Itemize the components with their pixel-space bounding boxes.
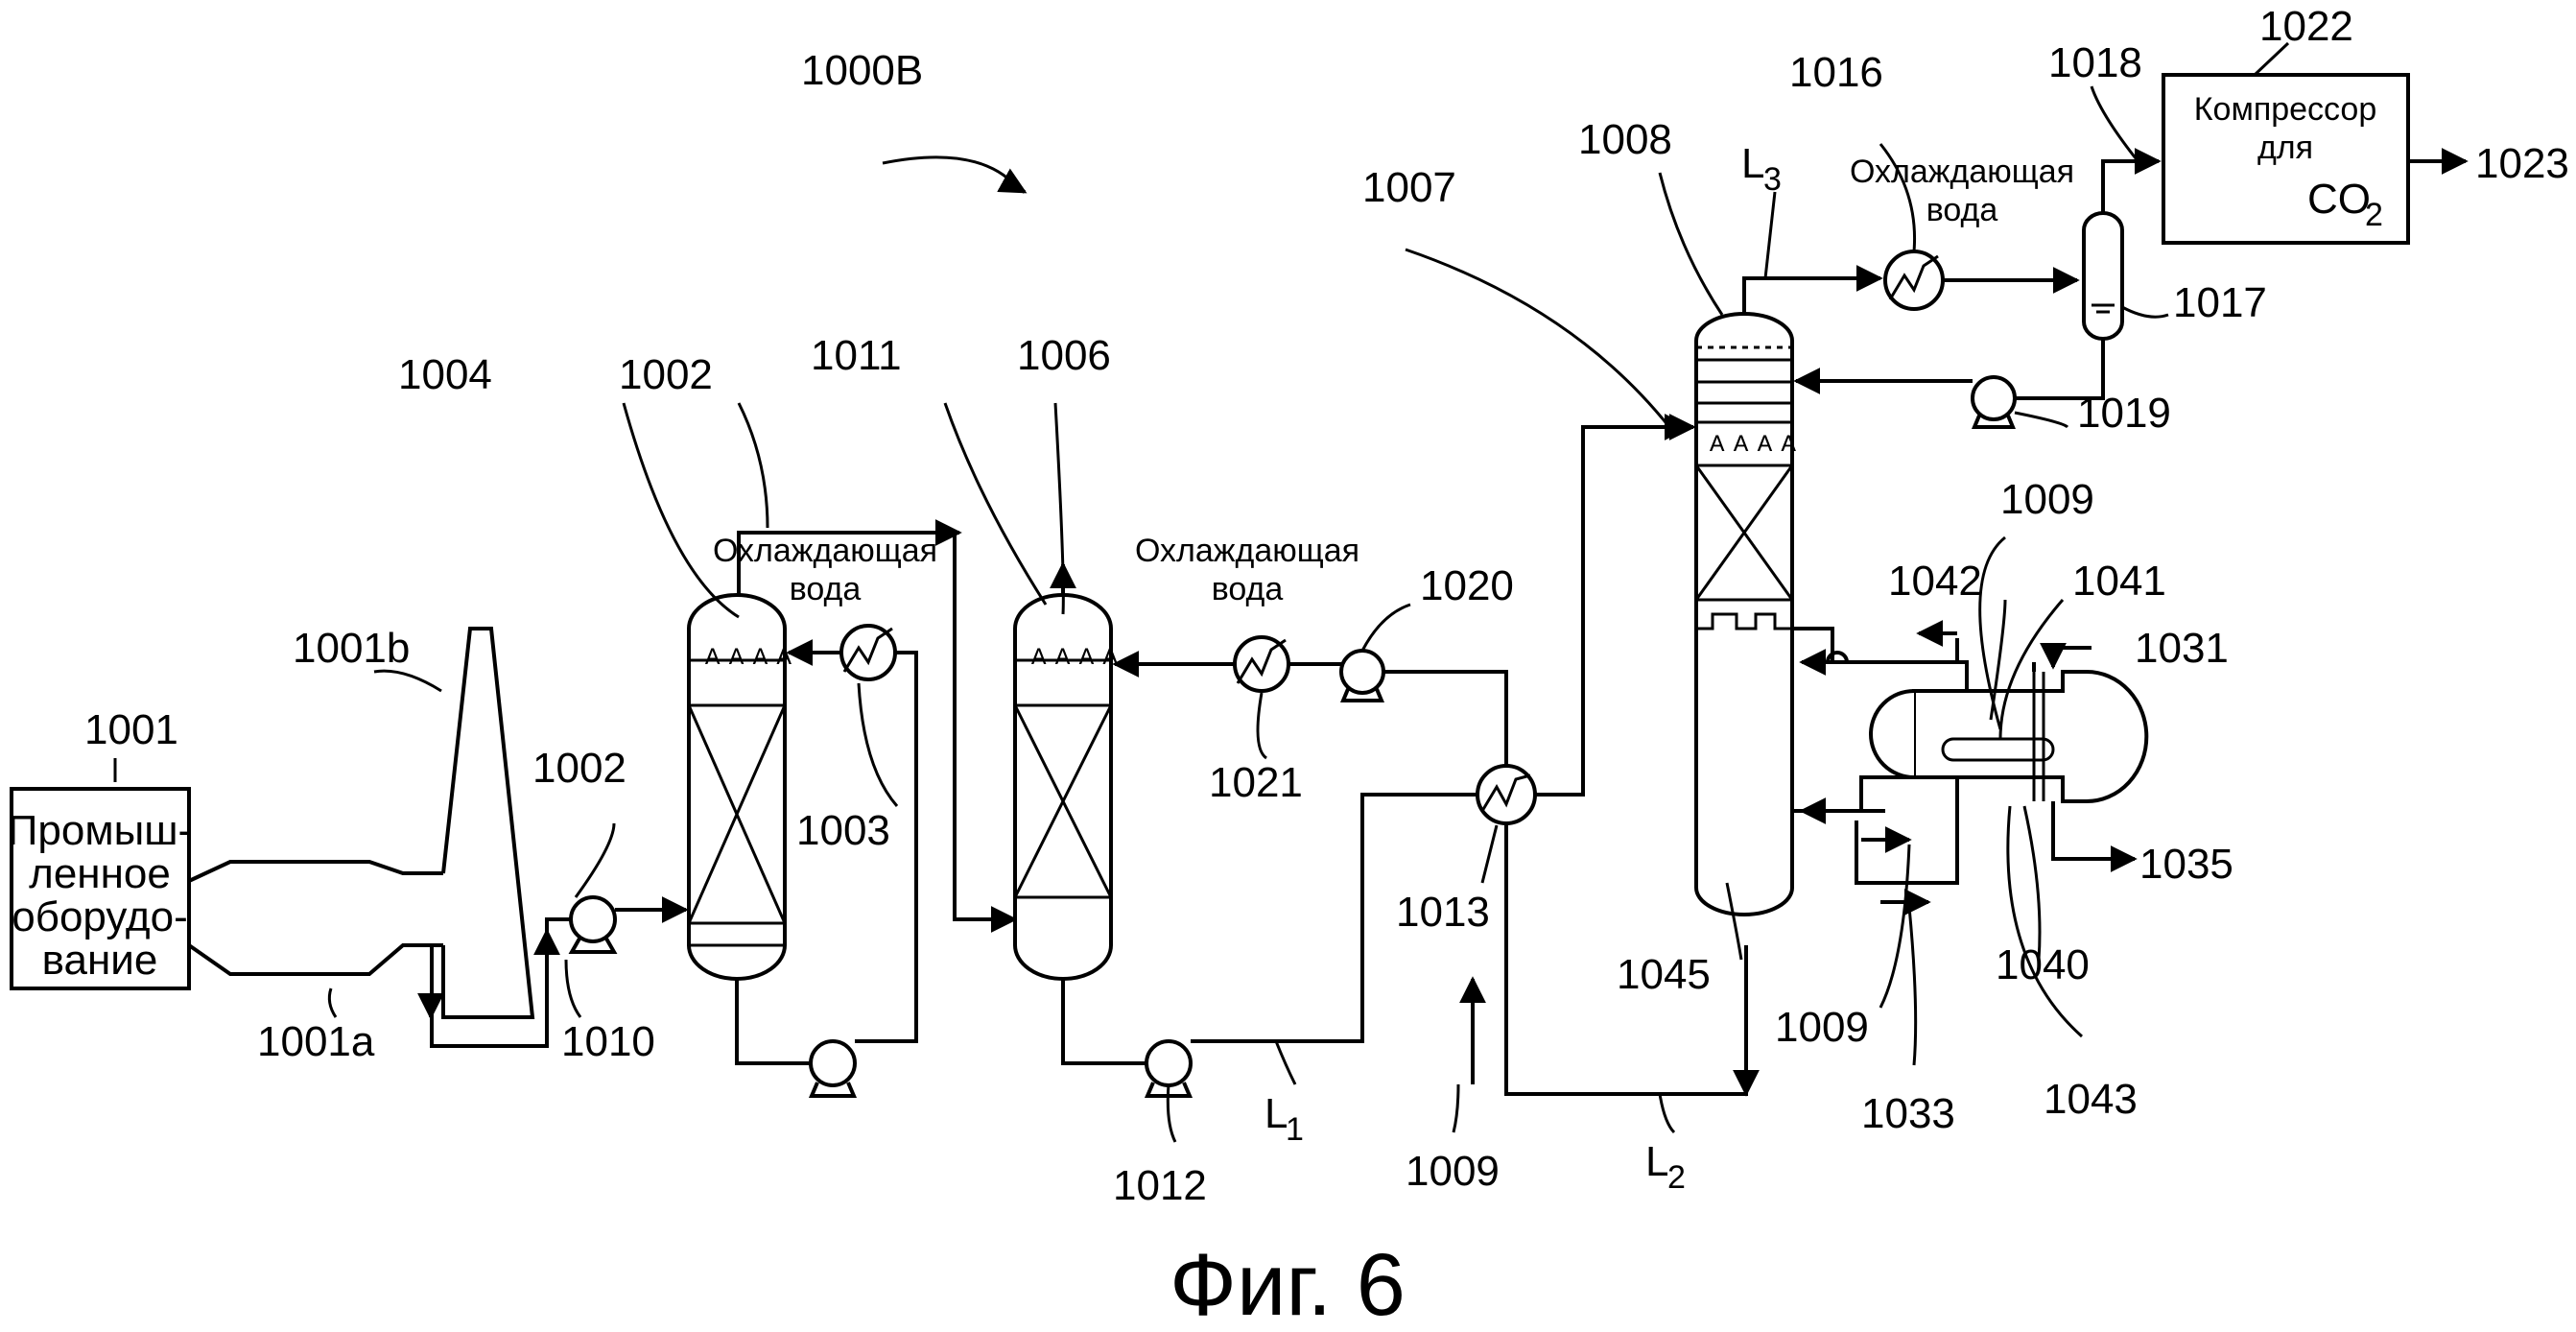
quench-column: ᴬ ᴬ ᴬ ᴬ — [687, 593, 792, 981]
stream-label-l3: L 3 — [1741, 140, 1782, 198]
ref-1004: 1004 — [398, 351, 492, 398]
svg-text:ᴬ ᴬ ᴬ ᴬ: ᴬ ᴬ ᴬ ᴬ — [704, 643, 792, 679]
heat-exchanger-icon — [1233, 635, 1290, 693]
ref-1000b: 1000B — [801, 47, 923, 94]
compressor-box: Компрессор для CO 2 — [2162, 73, 2410, 245]
plant-label-1: Промыш- — [8, 807, 192, 854]
compressor-label-sub: 2 — [2365, 197, 2383, 233]
svg-text:2: 2 — [1667, 1159, 1686, 1196]
svg-text:L: L — [1741, 140, 1764, 187]
reboiler-icon — [1869, 670, 2149, 803]
svg-text:ᴬ ᴬ ᴬ ᴬ: ᴬ ᴬ ᴬ ᴬ — [1030, 643, 1119, 679]
svg-text:3: 3 — [1763, 161, 1782, 198]
stripper-column: ᴬ ᴬ ᴬ ᴬ — [1694, 312, 1797, 916]
leader-lines — [113, 41, 2290, 1143]
heat-exchanger-icon — [1883, 250, 1945, 311]
ref-1009-bot: 1009 — [1406, 1148, 1500, 1195]
cooling-water-2-line1: Охлаждающая — [1135, 533, 1359, 569]
industrial-plant-box: Промыш- ленное оборудо- вание — [8, 787, 192, 990]
pump-icon — [1339, 649, 1385, 702]
ref-1019: 1019 — [2077, 390, 2171, 437]
ref-1011: 1011 — [811, 332, 902, 379]
ref-1045: 1045 — [1617, 951, 1711, 998]
compressor-label-2: для — [2257, 130, 2313, 166]
drum-icon — [2082, 211, 2124, 341]
heat-exchanger-icon — [1476, 764, 1537, 825]
compressor-label-co: CO — [2307, 176, 2371, 223]
plant-label-2: ленное — [29, 850, 171, 897]
pump-icon — [808, 1039, 858, 1098]
ref-1023: 1023 — [2475, 140, 2569, 187]
svg-text:L: L — [1645, 1138, 1668, 1185]
ref-1009-top: 1009 — [2000, 476, 2094, 523]
svg-text:L: L — [1264, 1090, 1288, 1137]
ref-1007: 1007 — [1362, 164, 1456, 211]
stack-icon — [441, 627, 535, 1019]
ref-1018: 1018 — [2048, 39, 2142, 86]
plant-label-4: вание — [42, 937, 158, 984]
cooling-water-1-line1: Охлаждающая — [713, 533, 937, 569]
cooling-water-3-line1: Охлаждающая — [1850, 154, 2074, 190]
flue-gas-duct — [187, 860, 443, 976]
ref-1040: 1040 — [1996, 941, 2090, 988]
cooling-water-2-line2: вода — [1212, 571, 1284, 607]
heat-exchanger-icon — [839, 624, 897, 681]
plant-label-3: оборудо- — [12, 893, 187, 940]
ref-1001b: 1001b — [293, 625, 410, 672]
cooling-water-3-line2: вода — [1926, 192, 1998, 228]
pump-icon — [568, 895, 618, 954]
ref-1006: 1006 — [1017, 332, 1111, 379]
ref-1016: 1016 — [1789, 49, 1883, 96]
ref-1042: 1042 — [1888, 558, 1982, 605]
ref-1008: 1008 — [1578, 116, 1672, 163]
ref-1031: 1031 — [2135, 625, 2229, 672]
stream-label-l2: L 2 — [1645, 1138, 1686, 1196]
ref-1013: 1013 — [1396, 889, 1490, 936]
svg-text:1: 1 — [1286, 1111, 1304, 1148]
pump-icon — [1971, 375, 2017, 429]
ref-1033: 1033 — [1861, 1090, 1955, 1137]
compressor-label-1: Компрессор — [2194, 91, 2377, 128]
ref-1017: 1017 — [2173, 279, 2267, 326]
ref-1012: 1012 — [1113, 1162, 1207, 1209]
ref-1022: 1022 — [2259, 3, 2353, 50]
ref-1021: 1021 — [1209, 759, 1303, 806]
ref-1009-mid: 1009 — [1775, 1004, 1869, 1051]
ref-1001: 1001 — [84, 706, 178, 753]
flue-gas-line — [430, 917, 571, 1048]
absorber-column: ᴬ ᴬ ᴬ ᴬ — [1013, 593, 1119, 981]
ref-1041: 1041 — [2072, 558, 2166, 605]
ref-1043: 1043 — [2044, 1076, 2138, 1123]
ref-1003: 1003 — [796, 807, 890, 854]
ref-1002-pump: 1002 — [532, 745, 626, 792]
ref-1020: 1020 — [1420, 562, 1514, 609]
figure-caption: Фиг. 6 — [1170, 1236, 1406, 1332]
stream-label-l1: L 1 — [1264, 1090, 1304, 1148]
cooling-water-1-line2: вода — [790, 571, 862, 607]
ref-1010: 1010 — [561, 1018, 655, 1065]
svg-text:ᴬ ᴬ ᴬ ᴬ: ᴬ ᴬ ᴬ ᴬ — [1709, 430, 1797, 466]
ref-1001a: 1001a — [257, 1018, 375, 1065]
ref-1002-top: 1002 — [619, 351, 713, 398]
ref-1035: 1035 — [2139, 841, 2233, 888]
